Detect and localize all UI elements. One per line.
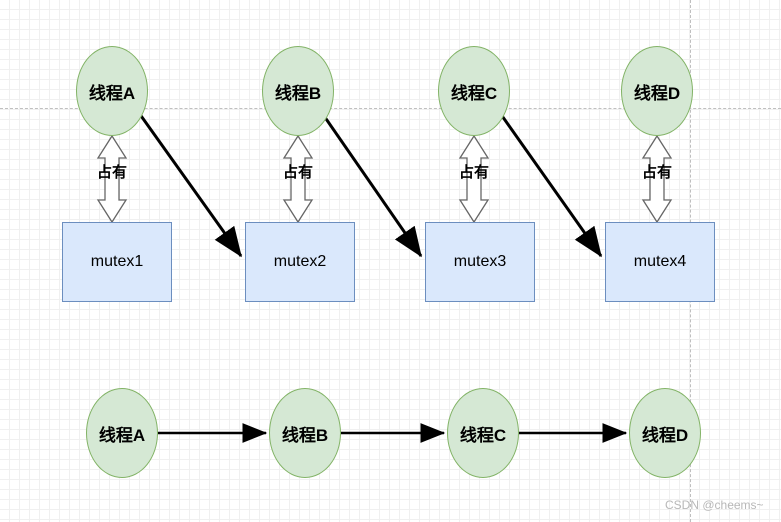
mutex-node-4-label: mutex4 (633, 253, 687, 270)
hold-label-b: 占有 (282, 164, 313, 181)
thread-node-d[interactable]: 线程D (621, 46, 693, 136)
thread-node-b[interactable]: 线程B (262, 46, 334, 136)
wait-thread-node-c-label: 线程C (459, 425, 507, 445)
wait-thread-node-d-label: 线程D (641, 425, 689, 445)
mutex-node-2[interactable]: mutex2 (245, 222, 355, 302)
thread-node-a[interactable]: 线程A (76, 46, 148, 136)
watermark: CSDN @cheems~ (665, 498, 764, 512)
wait-thread-node-a-label: 线程A (98, 425, 146, 445)
mutex-node-2-label: mutex2 (273, 253, 327, 270)
thread-node-d-label: 线程D (633, 83, 681, 103)
mutex-node-1-label: mutex1 (90, 253, 144, 270)
wait-thread-node-b-label: 线程B (281, 425, 329, 445)
thread-node-c-label: 线程C (450, 83, 498, 103)
wait-thread-node-c[interactable]: 线程C (447, 388, 519, 478)
thread-node-a-label: 线程A (88, 83, 136, 103)
wait-thread-node-d[interactable]: 线程D (629, 388, 701, 478)
hold-arrows (96, 134, 673, 224)
wait-thread-node-a[interactable]: 线程A (86, 388, 158, 478)
hold-label-a: 占有 (96, 164, 127, 181)
mutex-node-4[interactable]: mutex4 (605, 222, 715, 302)
wait-thread-node-b[interactable]: 线程B (269, 388, 341, 478)
thread-node-c[interactable]: 线程C (438, 46, 510, 136)
mutex-node-3-label: mutex3 (453, 253, 507, 270)
hold-label-d: 占有 (641, 164, 672, 181)
hold-label-c: 占有 (458, 164, 489, 181)
thread-node-b-label: 线程B (274, 83, 322, 103)
mutex-node-1[interactable]: mutex1 (62, 222, 172, 302)
page-break-horizontal (0, 108, 781, 109)
mutex-node-3[interactable]: mutex3 (425, 222, 535, 302)
